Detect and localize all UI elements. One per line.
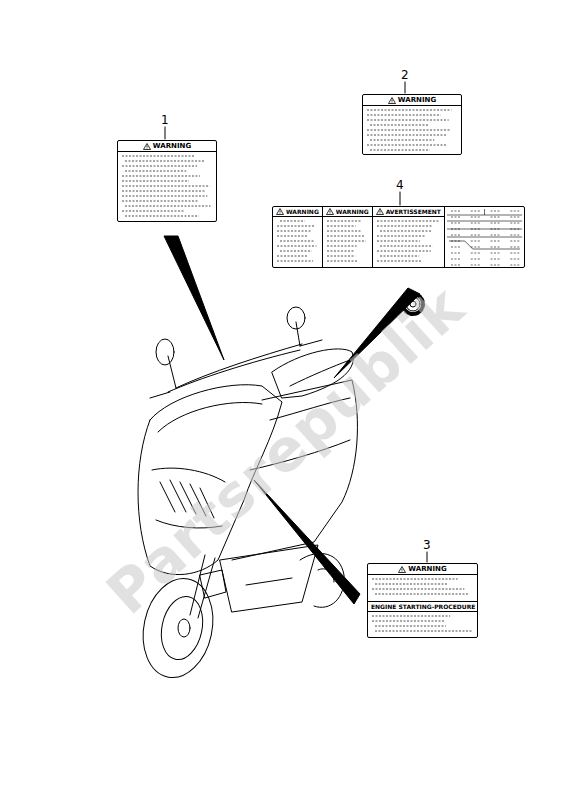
placeholder-lines xyxy=(368,575,477,601)
warning-header: AVERTISSEMENT xyxy=(373,207,444,217)
sticker-column: WARNING xyxy=(323,207,373,267)
placeholder-lines xyxy=(118,152,216,221)
text-placeholder-lines xyxy=(368,612,477,638)
text-placeholder-lines xyxy=(118,152,216,221)
label-heading: WARNING xyxy=(398,96,436,104)
placeholder-lines xyxy=(273,217,322,267)
warning-triangle xyxy=(388,97,396,104)
table-lines xyxy=(445,207,524,267)
warning-header: WARNING xyxy=(273,207,322,217)
label-heading: WARNING xyxy=(153,142,191,150)
warning-sticker: WARNING ENGINE STARTING-PROCEDURE xyxy=(367,563,478,638)
warning-sticker: WARNING xyxy=(362,94,462,155)
callout-number: 1 xyxy=(161,114,169,126)
warning-triangle xyxy=(326,208,334,215)
warning-header: WARNING xyxy=(363,95,461,106)
placeholder-lines xyxy=(373,217,444,267)
warning-triangle xyxy=(143,143,151,150)
warning-triangle xyxy=(276,208,284,215)
warning-sticker: WARNING xyxy=(117,140,217,222)
label-heading: AVERTISSEMENT xyxy=(386,208,441,215)
text-placeholder-lines xyxy=(373,217,444,267)
warning-header: WARNING xyxy=(368,564,477,575)
label-heading: WARNING xyxy=(336,208,369,215)
label-subheading: ENGINE STARTING-PROCEDURE xyxy=(368,601,477,612)
label-heading: WARNING xyxy=(286,208,319,215)
warning-triangle xyxy=(376,208,384,215)
text-placeholder-lines xyxy=(368,575,477,601)
label-subheading-text: ENGINE STARTING-PROCEDURE xyxy=(371,603,475,610)
warning-header: WARNING xyxy=(323,207,372,217)
placeholder-lines xyxy=(323,217,372,267)
text-placeholder-lines xyxy=(323,217,372,267)
warning-triangle xyxy=(398,566,406,573)
text-placeholder-lines xyxy=(273,217,322,267)
warning-header: WARNING xyxy=(118,141,216,152)
callout-number: 3 xyxy=(423,539,431,551)
sticker-column: AVERTISSEMENT xyxy=(373,207,445,267)
warning-sticker: WARNING WARNING AVERTISSEMENT xyxy=(272,206,525,268)
text-placeholder-lines xyxy=(363,106,461,154)
placeholder-lines xyxy=(363,106,461,154)
sticker-column: WARNING xyxy=(273,207,323,267)
label-heading: WARNING xyxy=(408,565,446,573)
callout-number: 2 xyxy=(401,69,409,81)
sticker-table xyxy=(445,207,524,267)
sticker-columns: WARNING WARNING AVERTISSEMENT xyxy=(273,207,524,267)
placeholder-lines xyxy=(368,612,477,638)
callout-number: 4 xyxy=(396,179,404,191)
